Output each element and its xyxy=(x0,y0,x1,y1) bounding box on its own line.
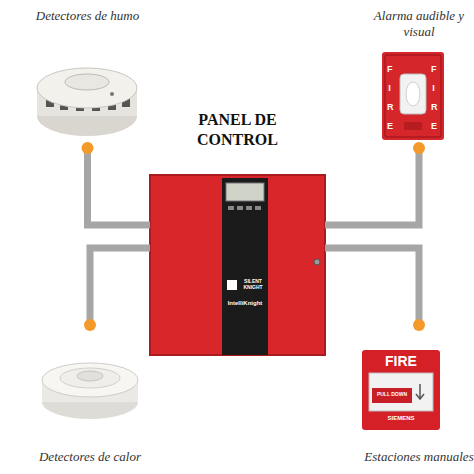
panel-title: PANEL DE CONTROL xyxy=(183,110,293,150)
heat-detector-picture xyxy=(42,363,138,419)
panel-button xyxy=(255,206,261,210)
panel-button xyxy=(246,206,252,210)
station-window xyxy=(369,373,433,411)
device-caption: Detectores de humo xyxy=(36,8,140,24)
horn-strobe-picture xyxy=(382,52,444,140)
wire-line xyxy=(90,248,150,325)
wire-dot xyxy=(84,319,96,331)
wire-connector xyxy=(82,142,151,225)
panel-strip xyxy=(222,178,268,355)
strobe-marking: FIRE xyxy=(387,60,392,136)
detector-sensor xyxy=(77,371,103,381)
smoke-detector-picture xyxy=(37,68,137,136)
model-name: IntelliKnight xyxy=(224,300,266,307)
wire-line xyxy=(325,248,419,325)
pull-arrow xyxy=(416,384,424,399)
wire-dot xyxy=(413,319,425,331)
station-marking: FIRE xyxy=(362,354,440,369)
panel-cabinet xyxy=(150,175,325,355)
panel-display xyxy=(226,183,264,201)
device-caption: Alarma audible y visual xyxy=(364,8,474,39)
detector-top xyxy=(42,363,138,397)
station-housing xyxy=(362,350,440,430)
wire-connector xyxy=(84,248,150,331)
panel-edge xyxy=(150,175,325,355)
device-caption: Detectores de calor xyxy=(39,449,141,465)
panel-lock xyxy=(314,259,320,265)
detector-cap xyxy=(65,74,109,90)
wire-dot xyxy=(82,142,94,154)
panel-button xyxy=(237,206,243,210)
brand-logo xyxy=(227,280,237,290)
control-panel-picture xyxy=(150,175,325,355)
panel-box: PANEL DE CONTROL xyxy=(150,110,325,355)
wire-line xyxy=(88,148,151,225)
device-box: Detectores de humo xyxy=(20,8,155,148)
brand-name: SILENT KNIGHT xyxy=(239,279,267,290)
device-box: Detectores de calor xyxy=(28,325,152,465)
strobe-housing xyxy=(382,52,444,140)
detector-top xyxy=(37,68,137,108)
wire-dot xyxy=(413,142,425,154)
wire-line xyxy=(325,148,419,225)
strobe-rim xyxy=(385,55,441,137)
wire-connector xyxy=(325,248,425,331)
pull-station-picture xyxy=(362,350,440,430)
strobe-lens xyxy=(400,74,426,114)
horn-grille xyxy=(404,122,422,130)
station-handle xyxy=(372,388,412,403)
detector-ring xyxy=(60,368,120,388)
station-instruction: PULL DOWN xyxy=(373,392,411,398)
detector-led xyxy=(110,92,114,96)
device-caption: Estaciones manuales xyxy=(364,449,473,465)
panel-button xyxy=(228,206,234,210)
strobe-lamp xyxy=(406,82,420,106)
strobe-marking: FIRE xyxy=(431,60,436,136)
brand-name: SIEMENS xyxy=(362,415,440,422)
device-box: Alarma audible y visual xyxy=(364,8,474,148)
wire-connector xyxy=(325,142,425,225)
